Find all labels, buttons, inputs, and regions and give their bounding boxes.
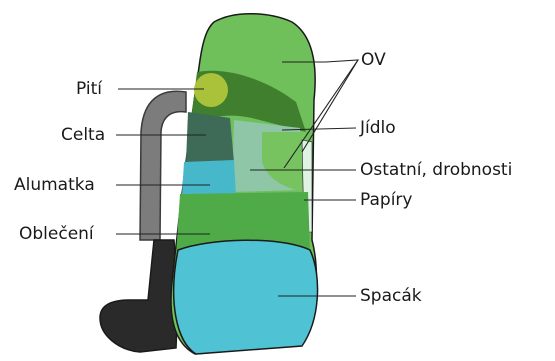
label-spacak: Spacák — [360, 286, 422, 306]
label-jidlo: Jídlo — [360, 118, 396, 138]
label-obleceni: Oblečení — [19, 224, 94, 244]
hip-belt — [100, 240, 178, 352]
label-papiry: Papíry — [360, 190, 412, 210]
label-piti: Pití — [76, 79, 102, 99]
section-celta — [186, 112, 234, 165]
label-alumatka: Alumatka — [14, 175, 95, 195]
label-ostatni: Ostatní, drobnosti — [360, 160, 512, 180]
section-spacak — [174, 240, 318, 354]
section-piti — [194, 73, 228, 107]
section-alumatka — [182, 160, 236, 197]
label-celta: Celta — [61, 125, 105, 145]
label-ov: OV — [361, 50, 386, 70]
